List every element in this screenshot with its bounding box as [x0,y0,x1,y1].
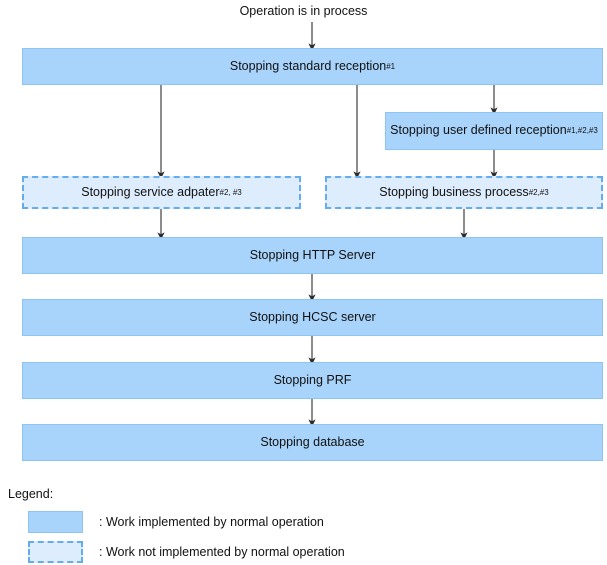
node-label: Stopping standard reception [229,58,387,73]
node-prf: Stopping PRF [22,362,603,399]
legend-row-not-implemented: : Work not implemented by normal operati… [28,541,345,563]
legend-title: Legend: [8,487,54,501]
entry-caption-label: Operation is in process [239,4,368,18]
node-user-defined-reception: Stopping user defined reception#1,#2,#3 [385,112,603,150]
node-label: Stopping HTTP Server [249,247,376,262]
node-hcsc-server: Stopping HCSC server [22,299,603,336]
legend-row-implemented: : Work implemented by normal operation [28,511,324,533]
node-label: Stopping service adpater [81,184,220,199]
legend-swatch-solid [28,511,83,533]
node-standard-reception: Stopping standard reception#1 [22,48,603,85]
entry-caption: Operation is in process [0,4,607,18]
legend-swatch-dashed [28,541,83,563]
node-label: Stopping HCSC server [249,309,376,324]
node-label: Stopping PRF [273,372,352,387]
legend-label-not-implemented: : Work not implemented by normal operati… [99,545,345,559]
node-service-adpater: Stopping service adpater#2, #3 [22,176,301,209]
node-label: Stopping user defined reception [390,123,567,138]
node-http-server: Stopping HTTP Server [22,237,603,274]
node-business-process: Stopping business process#2,#3 [325,176,603,209]
node-label: Stopping database [260,434,365,449]
legend-label-implemented: : Work implemented by normal operation [99,515,324,529]
node-label: Stopping business process [379,184,529,199]
node-database: Stopping database [22,424,603,461]
